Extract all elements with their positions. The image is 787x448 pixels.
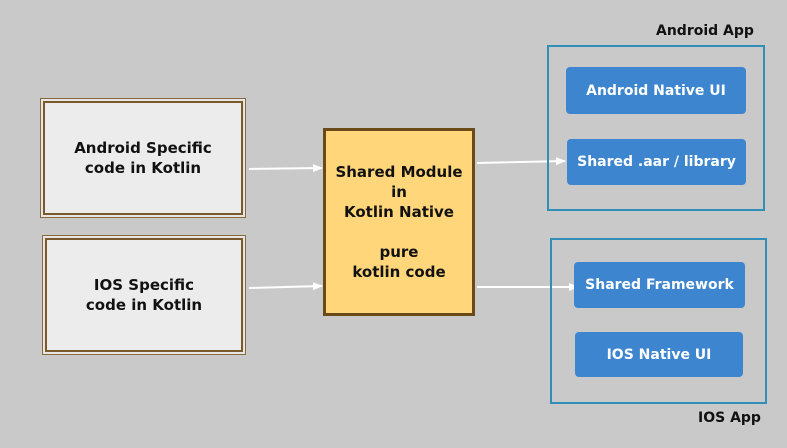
ios-native-ui-box: IOS Native UI	[575, 332, 743, 377]
ios-source-label: IOS Specific code in Kotlin	[85, 276, 203, 314]
android-native-ui-box: Android Native UI	[566, 67, 746, 114]
arrow-ios-to-shared	[248, 282, 323, 291]
android-source-label: Android Specific code in Kotlin	[74, 139, 212, 177]
android-source-box: Android Specific code in Kotlin	[43, 101, 243, 215]
ios-source-box: IOS Specific code in Kotlin	[45, 238, 243, 352]
android-app-frame	[547, 45, 765, 211]
shared-module-box: Shared Module in Kotlin Native pure kotl…	[323, 128, 475, 316]
arrow-shared-to-aar	[476, 157, 566, 166]
ios-app-title: IOS App	[698, 410, 761, 426]
shared-aar-library-box: Shared .aar / library	[567, 139, 746, 185]
arrow-android-to-shared	[248, 164, 323, 173]
ios-app-frame	[550, 238, 767, 404]
shared-framework-box: Shared Framework	[574, 262, 745, 308]
android-app-title: Android App	[656, 23, 754, 39]
shared-module-label: Shared Module in Kotlin Native pure kotl…	[335, 163, 463, 281]
